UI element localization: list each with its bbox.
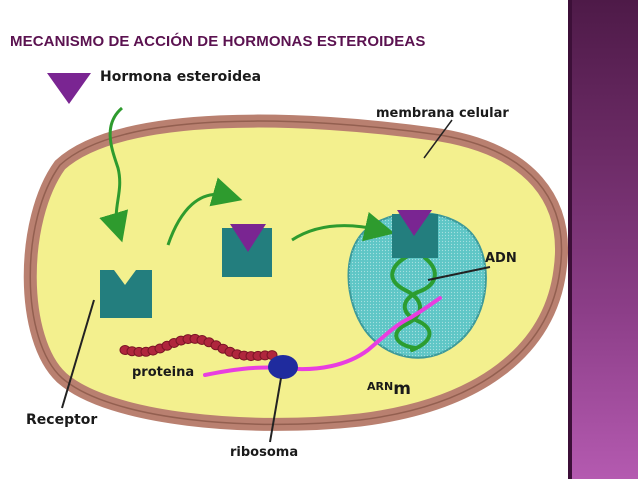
slide-side-bar bbox=[568, 0, 638, 479]
mrna-strand bbox=[203, 296, 442, 377]
receptor-free bbox=[100, 270, 152, 318]
cell-membrane-inner-line bbox=[29, 120, 563, 426]
nucleus-texture bbox=[348, 212, 486, 358]
hormone-path-arrow-3 bbox=[291, 212, 395, 242]
label-mrna-suffix: m bbox=[393, 379, 411, 399]
protein-chain bbox=[119, 333, 278, 362]
receptor-complex-nucleus bbox=[392, 214, 438, 258]
hormone-entry-arrow bbox=[99, 106, 129, 243]
slide-title: MECANISMO DE ACCIÓN DE HORMONAS ESTEROID… bbox=[10, 33, 426, 50]
label-mrna-main: ARN bbox=[367, 380, 393, 393]
ribosome bbox=[268, 355, 298, 379]
dna-strand-a bbox=[390, 253, 422, 350]
label-receptor: Receptor bbox=[26, 412, 97, 428]
label-mrna: ARNm bbox=[367, 379, 411, 399]
hormone-triangle-outside bbox=[47, 73, 91, 104]
ribosome-pointer-line bbox=[269, 377, 282, 443]
membrane-pointer-line bbox=[423, 119, 453, 159]
label-protein: proteina bbox=[132, 365, 194, 380]
label-dna: ADN bbox=[485, 251, 517, 266]
dna-strand-b bbox=[402, 256, 437, 352]
hormone-triangle-nucleus bbox=[397, 210, 432, 236]
receptor-pointer-line bbox=[61, 299, 95, 409]
label-hormone: Hormona esteroidea bbox=[100, 69, 261, 85]
label-membrane: membrana celular bbox=[376, 106, 509, 121]
hormone-triangle-complex bbox=[230, 224, 266, 252]
receptor-complex-cytoplasm bbox=[222, 228, 272, 277]
label-ribosome: ribosoma bbox=[230, 445, 298, 460]
hormone-path-arrow-2 bbox=[166, 177, 243, 246]
dna-pointer-line bbox=[427, 266, 491, 281]
